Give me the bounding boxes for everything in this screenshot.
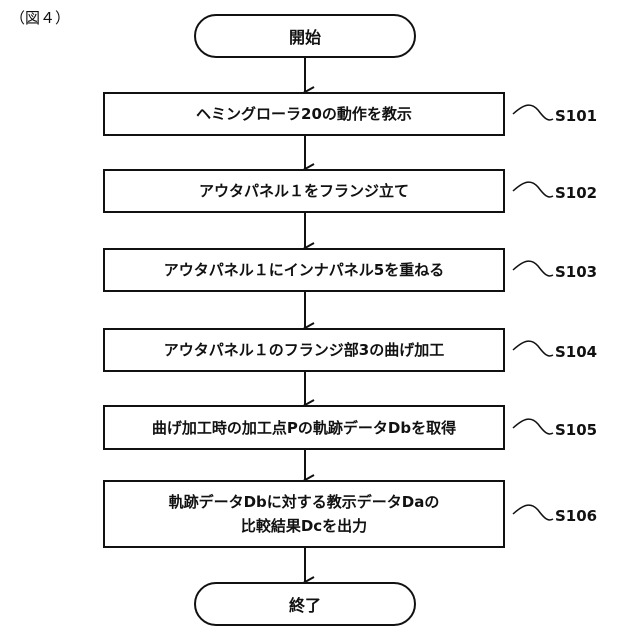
step-s106-text-line1: 軌跡データDbに対する教示データDaの [169,490,440,514]
step-id-s103: S103 [555,263,597,281]
step-id-s101: S101 [555,107,597,125]
process-step-s103: アウタパネル１にインナパネル5を重ねる [103,248,505,292]
leader-s104 [513,341,553,356]
end-terminal: 終了 [194,582,416,626]
leader-s102 [513,182,553,197]
step-s104-text: アウタパネル１のフランジ部3の曲げ加工 [164,338,444,362]
leader-s105 [513,419,553,434]
step-s102-text: アウタパネル１をフランジ立て [199,179,409,203]
leader-s103 [513,261,553,276]
step-s106-text-line2: 比較結果Dcを出力 [241,514,367,538]
process-step-s106: 軌跡データDbに対する教示データDaの 比較結果Dcを出力 [103,480,505,548]
leader-s101 [513,105,553,120]
start-terminal: 開始 [194,14,416,58]
step-s103-text: アウタパネル１にインナパネル5を重ねる [164,258,444,282]
step-s105-text: 曲げ加工時の加工点Pの軌跡データDbを取得 [152,416,456,440]
step-s101-text: ヘミングローラ20の動作を教示 [196,102,412,126]
process-step-s104: アウタパネル１のフランジ部3の曲げ加工 [103,328,505,372]
step-id-s104: S104 [555,343,597,361]
process-step-s101: ヘミングローラ20の動作を教示 [103,92,505,136]
step-id-s106: S106 [555,507,597,525]
process-step-s105: 曲げ加工時の加工点Pの軌跡データDbを取得 [103,405,505,450]
leader-s106 [513,505,553,520]
step-id-s105: S105 [555,421,597,439]
process-step-s102: アウタパネル１をフランジ立て [103,169,505,213]
step-id-s102: S102 [555,184,597,202]
